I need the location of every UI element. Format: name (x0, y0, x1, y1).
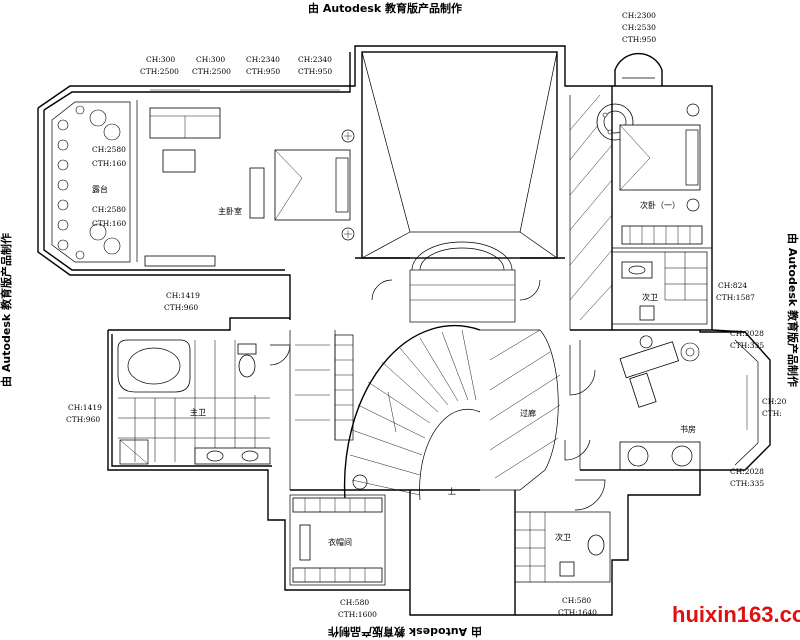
dim-9a: CH:2028 (730, 329, 764, 338)
study-label: 书房 (680, 424, 696, 434)
closet-label: 衣帽间 (328, 537, 352, 547)
closet: 衣帽间 CH:580 CTH:1600 (289, 474, 386, 619)
terrace-dim-1b: CTH:160 (92, 159, 126, 168)
watermark-top: 由 Autodesk 教育版产品制作 (308, 1, 462, 15)
bath-tiles (664, 252, 707, 301)
second-bath-label: 次卫 (642, 292, 658, 302)
dim-11a: CH:2028 (730, 467, 764, 476)
washbasin (621, 261, 653, 279)
dim-6b: CTH:960 (164, 303, 198, 312)
curved-staircase: 上 (343, 325, 481, 501)
watermark-left: 由 Autodesk 教育版产品制作 (0, 233, 13, 387)
bath3-tiles (515, 512, 546, 582)
second-bed (619, 124, 701, 191)
corridor-label: 过廊 (520, 408, 536, 418)
terrace-dim-2b: CTH:160 (92, 219, 126, 228)
master-bath-label: 主卫 (190, 407, 206, 417)
site-logo: huixin163.com (672, 602, 800, 627)
dim-8a: CH:824 (718, 281, 747, 290)
terrace: 露台 CH:2580 CTH:160 CH:2580 CTH:160 (51, 101, 131, 263)
dim-11b: CTH:335 (730, 479, 764, 488)
stair-up-label: 上 (448, 487, 456, 496)
toilet (237, 343, 257, 355)
toilet-3 (559, 561, 575, 577)
second-bedroom: 次卧（一） (569, 52, 712, 330)
corridor: 过廊 (480, 329, 596, 491)
dim-3b: CTH:950 (246, 67, 280, 76)
third-bath: 次卫 CH:580 CTH:1640 (514, 479, 611, 617)
dim-4a: CH:2340 (298, 55, 332, 64)
master-bath: 主卫 CH:1419 CTH:960 CH:1419 CTH:960 (66, 291, 291, 465)
closet-rack-top (292, 497, 383, 513)
stair-treads (349, 329, 477, 496)
desk-set (619, 335, 680, 408)
dim-6a: CH:1419 (166, 291, 200, 300)
master-bed (274, 149, 351, 221)
terrace-label: 露台 (92, 184, 108, 194)
dim-2b: CTH:2500 (192, 67, 231, 76)
master-bedroom: 主卧室 (136, 100, 355, 267)
dim-13a: CH:580 (562, 596, 591, 605)
dim-7b: CTH:960 (66, 415, 100, 424)
interior-walls (290, 86, 712, 615)
landing (371, 241, 541, 323)
dim-12b: CTH:1600 (338, 610, 377, 619)
closet-rack-bottom (292, 567, 383, 583)
sink-3 (587, 534, 605, 556)
terrace-dim-2a: CH:2580 (92, 205, 126, 214)
study-sofa (619, 441, 701, 471)
coffee-table (162, 149, 196, 173)
dim-4b: CTH:950 (298, 67, 332, 76)
dim-9b: CTH:335 (730, 341, 764, 350)
study: 书房 CH:2028 CTH:335 CH:20 CTH: CH:2028 CT… (579, 329, 787, 488)
hall (289, 330, 354, 490)
terrace-dim-1a: CH:2580 (92, 145, 126, 154)
toilet-2 (639, 305, 655, 321)
tv-bench (249, 167, 265, 219)
master-bedroom-label: 主卧室 (218, 206, 242, 216)
dim-5b: CH:2530 (622, 23, 656, 32)
top-dims: CH:300 CTH:2500 CH:300 CTH:2500 CH:2340 … (140, 11, 656, 91)
void-area (361, 51, 558, 259)
dim-1b: CTH:2500 (140, 67, 179, 76)
second-bath: 次卫 CH:824 CTH:1587 (611, 251, 755, 325)
dim-10a: CH:20 (762, 397, 787, 406)
dim-2a: CH:300 (196, 55, 225, 64)
dim-3a: CH:2340 (246, 55, 280, 64)
watermark-bottom: 由 Autodesk 教育版产品制作 (328, 625, 482, 639)
dim-8b: CTH:1587 (716, 293, 755, 302)
plant-cluster (57, 105, 121, 260)
dim-10b: CTH: (762, 409, 782, 418)
dim-12a: CH:580 (340, 598, 369, 607)
second-bedroom-label: 次卧（一） (640, 200, 680, 210)
watermark-right: 由 Autodesk 教育版产品制作 (786, 233, 800, 387)
outer-walls (37, 45, 771, 616)
dim-5c: CTH:950 (622, 35, 656, 44)
vanity (194, 447, 271, 465)
third-bath-label: 次卫 (555, 532, 571, 542)
dim-5a: CH:2300 (622, 11, 656, 20)
dim-13b: CTH:1640 (558, 608, 597, 617)
dim-1a: CH:300 (146, 55, 175, 64)
dim-7a: CH:1419 (68, 403, 102, 412)
